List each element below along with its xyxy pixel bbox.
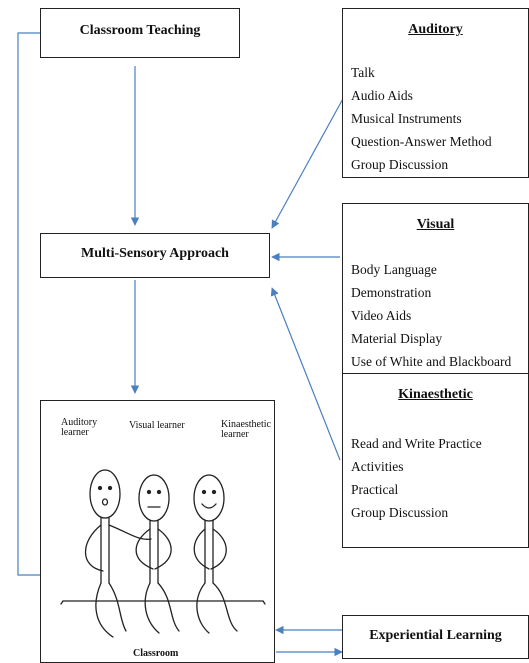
kinaesthetic-item: Group Discussion: [351, 505, 449, 520]
visual-item: Video Aids: [351, 308, 412, 323]
multi-sensory-label: Multi-Sensory Approach: [81, 246, 229, 261]
classroom-label: Classroom: [133, 648, 179, 659]
arrow-auditory-to-multisensory: [271, 94, 346, 229]
experiential-learning-label: Experiential Learning: [369, 628, 502, 643]
visual-item: Use of White and Blackboard: [351, 354, 512, 369]
experiential-learning-box: Experiential Learning: [342, 615, 529, 659]
auditory-item: Group Discussion: [351, 157, 449, 172]
auditory-title: Auditory: [408, 22, 463, 37]
classroom-illustration: Auditory learner Visual learner Kinaesth…: [40, 400, 275, 663]
visual-title: Visual: [416, 217, 455, 232]
arrow-kinaesthetic-to-multisensory: [270, 287, 341, 461]
auditory-learner-figure: [85, 469, 152, 638]
auditory-item: Musical Instruments: [351, 111, 462, 126]
feedback-line: [17, 32, 40, 576]
auditory-item: Question-Answer Method: [351, 134, 492, 149]
visual-learner-label: Visual learner: [129, 420, 185, 431]
kinaesthetic-title: Kinaesthetic: [398, 387, 473, 402]
visual-learner-figure: [135, 474, 180, 634]
auditory-item: Audio Aids: [351, 88, 413, 103]
auditory-learner-label: Auditory learner: [61, 417, 98, 438]
visual-item: Material Display: [351, 331, 443, 346]
kinaesthetic-item: Activities: [351, 459, 404, 474]
kinaesthetic-box: Kinaesthetic Read and Write Practice Act…: [342, 373, 529, 548]
visual-box: Visual Body Language Demonstration Video…: [342, 203, 529, 380]
classroom-teaching-box: Classroom Teaching: [40, 8, 240, 58]
kinaesthetic-learner-figure: [193, 474, 238, 634]
visual-item: Demonstration: [351, 285, 432, 300]
classroom-teaching-label: Classroom Teaching: [79, 23, 201, 38]
visual-item: Body Language: [351, 262, 437, 277]
auditory-item: Talk: [351, 65, 375, 80]
kinaesthetic-item: Practical: [351, 482, 399, 497]
kinaesthetic-item: Read and Write Practice: [351, 436, 482, 451]
auditory-box: Auditory Talk Audio Aids Musical Instrum…: [342, 8, 529, 178]
kinaesthetic-learner-label: Kinaesthetic learner: [221, 419, 271, 440]
multi-sensory-box: Multi-Sensory Approach: [40, 233, 270, 278]
stick-figures: [60, 469, 266, 638]
